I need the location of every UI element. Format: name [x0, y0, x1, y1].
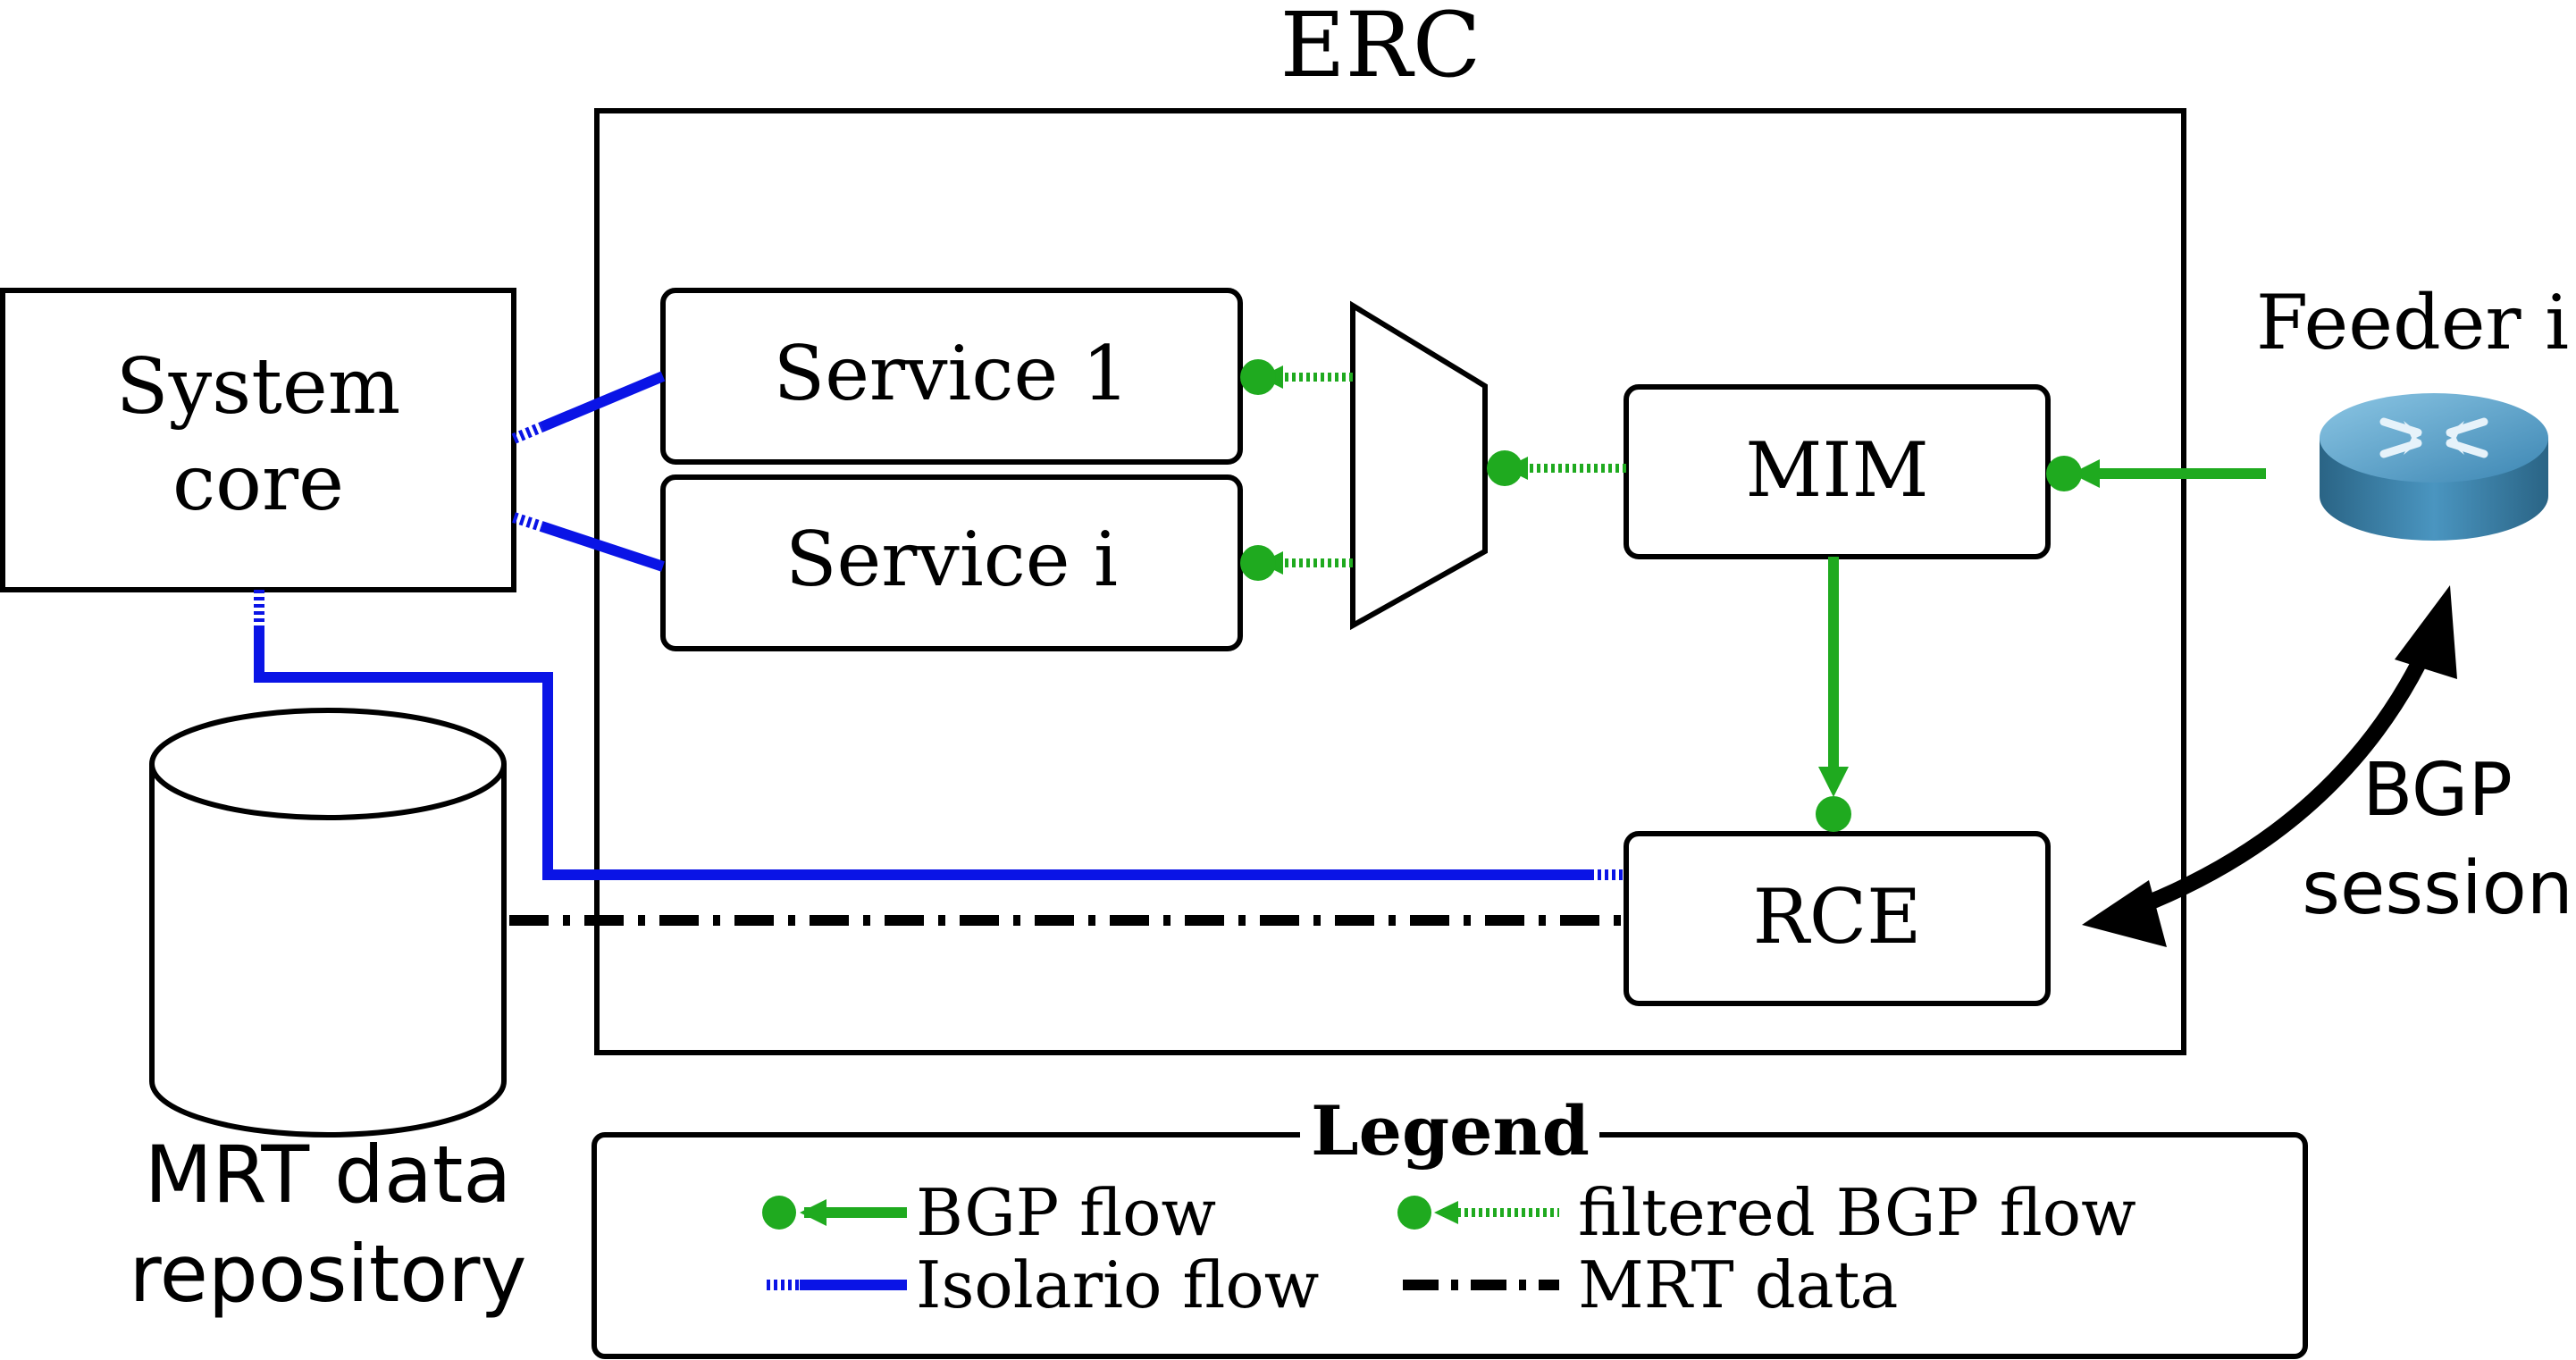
rce-box: [1624, 831, 2051, 1006]
erc-box: [594, 108, 2186, 1055]
rce-label: RCE: [1753, 873, 1922, 961]
filtered-bgp-flow-mim-mux: [1487, 450, 1626, 486]
bgp-flow-feeder-mim: [2046, 456, 2266, 491]
isolario-flow-rce: [254, 590, 1626, 880]
bgp-session-arrow: [2082, 585, 2457, 947]
repository-label-line1: MRT data: [145, 1129, 512, 1221]
isolario-flow-service1: [511, 371, 666, 444]
legend-title: Legend: [1311, 1091, 1590, 1171]
repository-label-line2: repository: [130, 1228, 527, 1320]
legend-title-bg: [1300, 1104, 1599, 1167]
legend-bgp-flow-label: BGP flow: [916, 1175, 1216, 1250]
legend-isolario-flow-label: Isolario flow: [916, 1247, 1319, 1322]
mrt-repository-cylinder: [149, 708, 507, 1138]
bgp-flow-mim-rce: [1816, 557, 1851, 832]
isolario-flow-servicei: [512, 512, 665, 572]
service-1-label: Service 1: [774, 330, 1130, 417]
service-i-label: Service i: [785, 516, 1118, 603]
feeder-label: Feeder i: [2256, 279, 2569, 366]
legend-mrt-data-label: MRT data: [1578, 1247, 1898, 1322]
system-core-label-line1: System: [116, 342, 401, 432]
legend-bgp-flow-sample: [762, 1196, 907, 1230]
multiplexer: [1350, 300, 1488, 631]
legend-filtered-bgp-flow-sample: [1397, 1196, 1559, 1230]
system-core-label-line2: core: [172, 439, 344, 528]
bgp-session-label-line2: session: [2302, 846, 2573, 931]
filtered-bgp-flow-servicei: [1240, 545, 1353, 581]
legend-filtered-bgp-flow-label: filtered BGP flow: [1578, 1175, 2136, 1250]
filtered-bgp-flow-service1: [1240, 359, 1353, 395]
mim-label: MIM: [1745, 426, 1928, 514]
router-icon: [2320, 393, 2548, 541]
bgp-session-label-line1: BGP: [2362, 748, 2513, 833]
erc-title: ERC: [1280, 0, 1481, 97]
